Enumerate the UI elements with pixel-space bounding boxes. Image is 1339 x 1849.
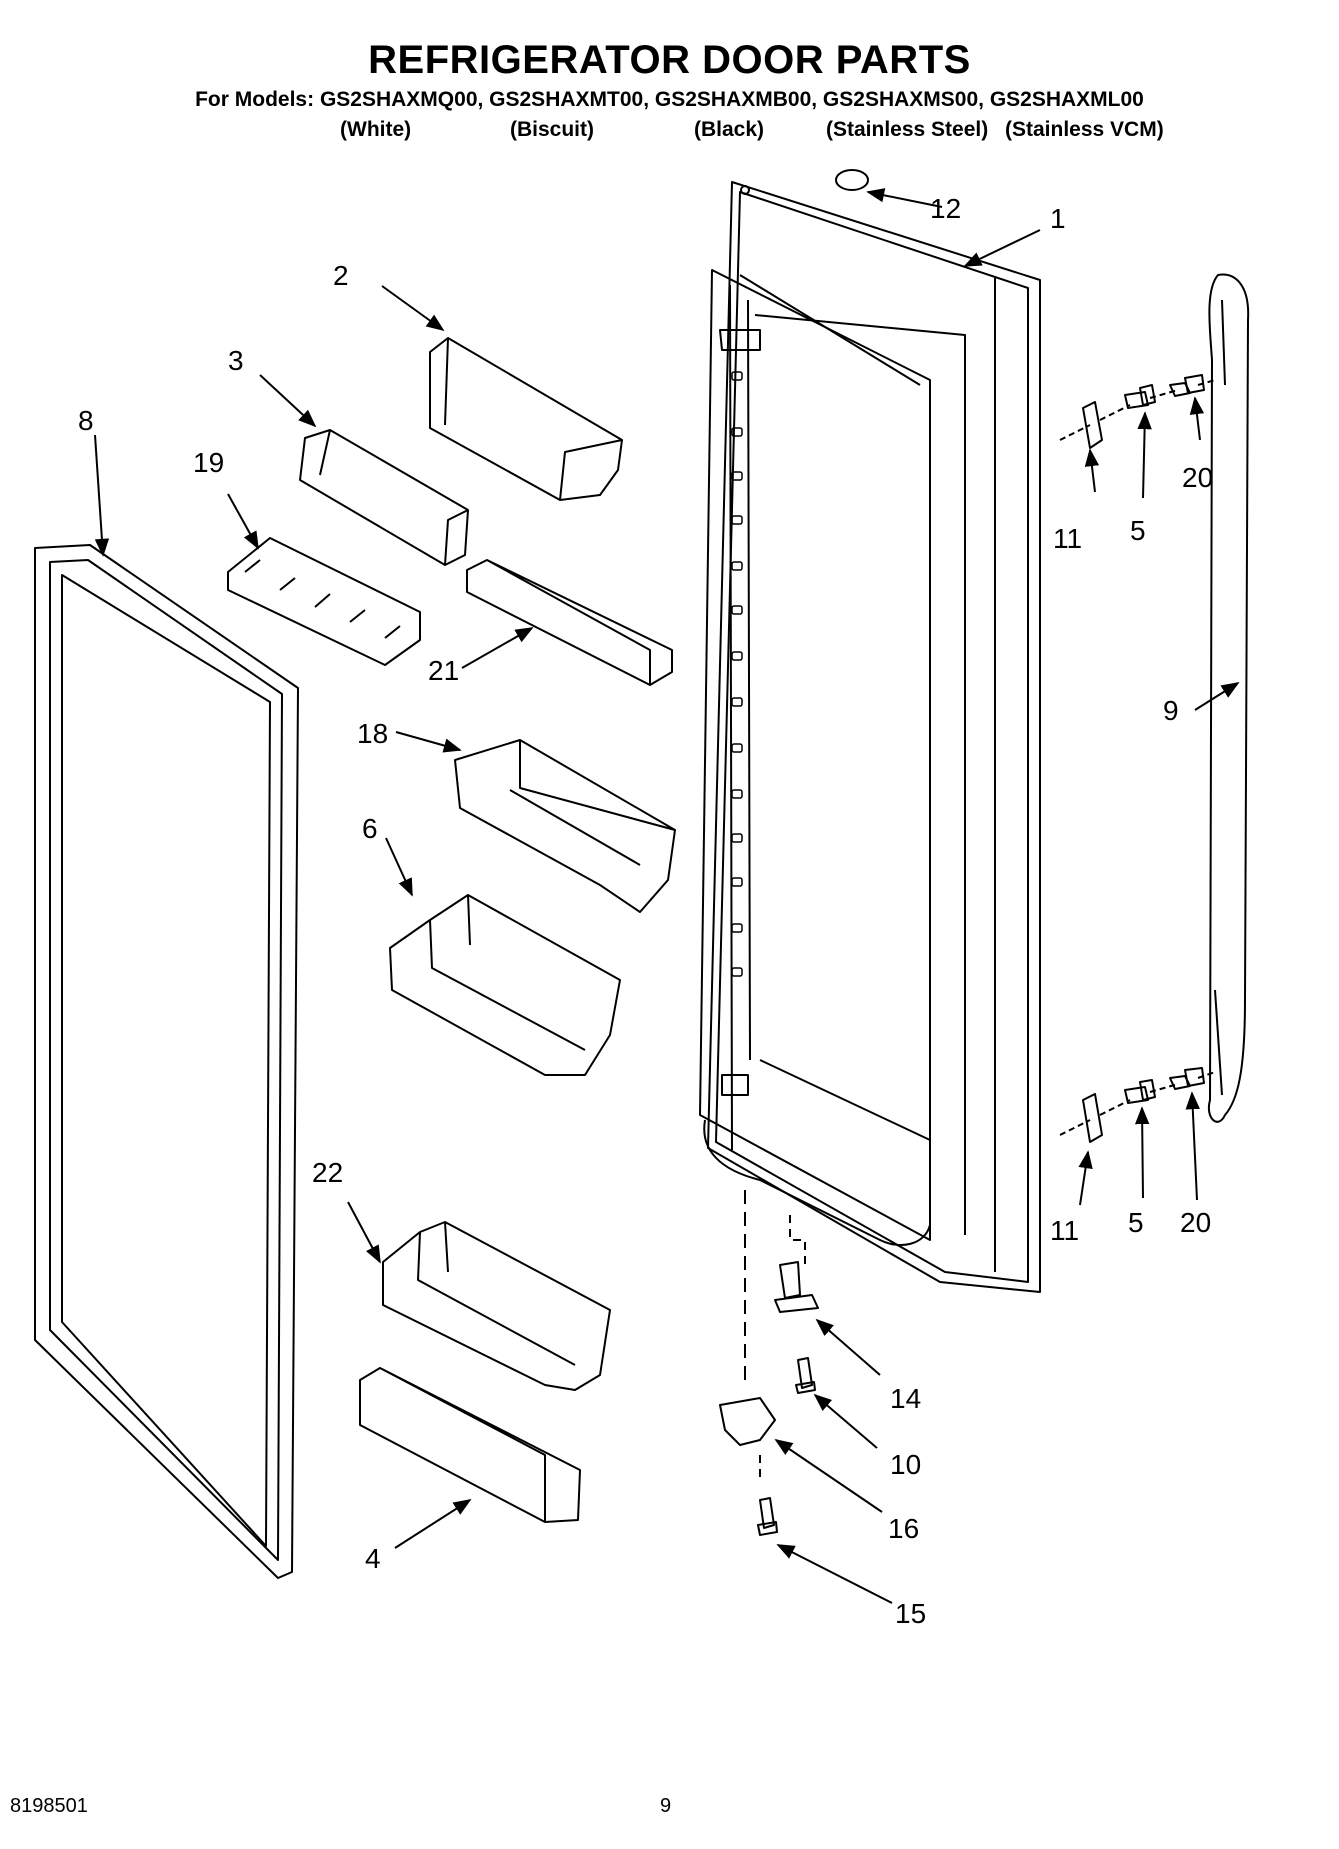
footer-page-number: 9 [660,1795,672,1817]
callout-18: 18 [357,718,388,749]
crisper-bin-part [299,429,469,566]
callout-6: 6 [362,813,378,844]
callout-11-lower: 11 [1050,1215,1079,1246]
hinge-pin-part [774,1261,819,1313]
model-list: For Models: GS2SHAXMQ00, GS2SHAXMT00, GS… [195,88,1144,111]
gasket-part [34,544,299,1579]
callout-21: 21 [428,655,459,686]
callout-9: 9 [1163,695,1179,726]
callout-5-upper: 5 [1130,515,1146,546]
hinge-bracket-part [719,1397,776,1446]
callout-3: 3 [228,345,244,376]
callout-5-lower: 5 [1128,1207,1144,1238]
callout-4: 4 [365,1543,381,1574]
egg-tray-part [227,537,421,666]
clip-lower-part [1082,1093,1103,1143]
lower-bar-part [359,1367,581,1523]
hinge-screw-part [757,1497,778,1536]
variant-black: (Black) [694,118,765,141]
middle-bin-part [389,894,621,1076]
screw-lower-part [1124,1079,1156,1104]
variant-stainless-vcm: (Stainless VCM) [1005,118,1164,141]
door-shelf-slots [731,371,743,977]
callout-8: 8 [78,405,94,436]
screw-upper-part [1124,384,1156,409]
callout-labels: 12 1 2 3 8 19 21 18 6 22 4 11 5 20 9 11 … [78,193,1213,1629]
callout-19: 19 [193,447,224,478]
footer-part-number: 8198501 [10,1795,88,1817]
page-title: REFRIGERATOR DOOR PARTS [368,38,971,82]
variant-white: (White) [340,118,412,141]
handle-part [1207,273,1250,1123]
variant-biscuit: (Biscuit) [510,118,594,141]
callout-leaders [94,188,1240,1604]
callout-22: 22 [312,1157,343,1188]
dispenser-rail-part [466,559,673,686]
callout-10: 10 [890,1449,921,1480]
screw-hinge-part [795,1357,816,1394]
callout-1: 1 [1050,203,1066,234]
lower-bin-part [382,1221,611,1391]
callout-15: 15 [895,1598,926,1629]
callout-16: 16 [888,1513,919,1544]
clip-upper-part [1082,401,1103,449]
shelf-bin-part [454,739,676,913]
callout-2: 2 [333,260,349,291]
callout-14: 14 [890,1383,921,1414]
crisper-cover-part [429,337,623,501]
plug-part [835,169,869,191]
variant-stainless-steel: (Stainless Steel) [826,118,989,141]
callout-20-lower: 20 [1180,1207,1211,1238]
callout-12: 12 [930,193,961,224]
callout-11-upper: 11 [1053,523,1082,554]
callout-20-upper: 20 [1182,462,1213,493]
door-part [699,181,1041,1293]
